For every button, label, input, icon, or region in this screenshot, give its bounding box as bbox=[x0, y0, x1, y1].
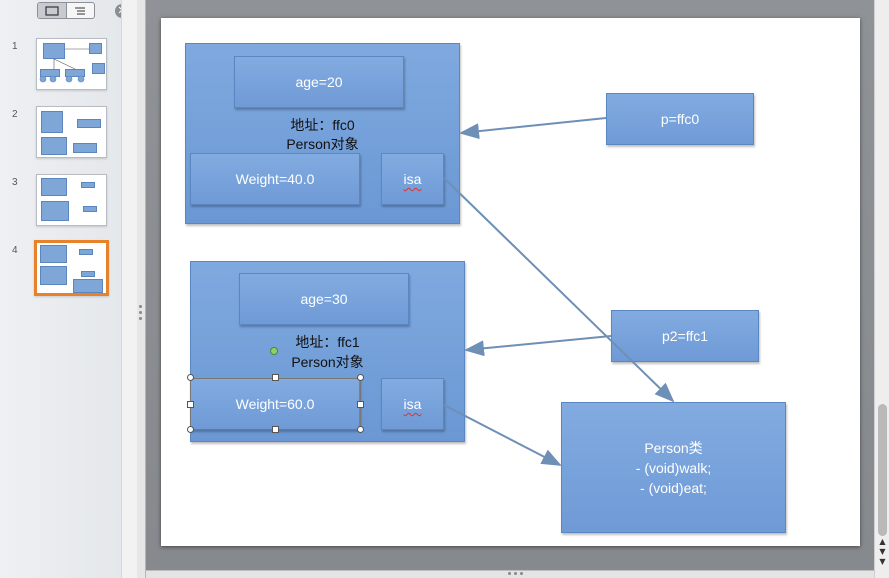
scroll-arrows[interactable]: ▲▼▼ bbox=[879, 537, 886, 566]
isa-label-1: isa bbox=[403, 171, 422, 187]
object-type-label-2: Person对象 bbox=[291, 354, 364, 370]
canvas-scrollbar[interactable]: ▲▼▼ bbox=[874, 0, 889, 578]
weight-label-2: Weight=60.0 bbox=[235, 396, 315, 412]
object-type-label-1: Person对象 bbox=[286, 136, 359, 152]
age-label-1: age=20 bbox=[295, 74, 343, 90]
resize-handle[interactable] bbox=[187, 401, 194, 408]
thumbnail-scrollbar[interactable] bbox=[121, 0, 137, 578]
thumbnail-number: 4 bbox=[12, 245, 18, 256]
arrow-isa1-to-class bbox=[443, 177, 675, 403]
pointer-p-label: p=ffc0 bbox=[660, 111, 700, 127]
arrow-p-to-object1 bbox=[459, 117, 607, 140]
age-field-2[interactable]: age=30 bbox=[239, 273, 409, 325]
bottom-splitter[interactable] bbox=[146, 570, 874, 578]
isa-field-2[interactable]: isa bbox=[381, 378, 444, 430]
slide-thumbnail-3[interactable] bbox=[36, 174, 107, 226]
resize-handle[interactable] bbox=[187, 426, 194, 433]
view-toggle bbox=[37, 2, 95, 19]
resize-handle[interactable] bbox=[357, 374, 364, 381]
resize-handle[interactable] bbox=[357, 426, 364, 433]
person-class-title: Person类 bbox=[644, 439, 703, 456]
rotation-handle[interactable] bbox=[270, 347, 278, 355]
scrollbar-thumb[interactable] bbox=[878, 404, 887, 536]
weight-field-1[interactable]: Weight=40.0 bbox=[190, 153, 360, 205]
panel-splitter[interactable] bbox=[137, 0, 146, 578]
slide-thumbnail-panel: ✕ 1 2 3 4 bbox=[0, 0, 137, 578]
slide-thumbnail-4[interactable] bbox=[34, 240, 109, 296]
method-eat: - (void)eat; bbox=[640, 479, 707, 496]
pointer-p2-label: p2=ffc1 bbox=[661, 328, 709, 344]
arrow-p2-to-object2 bbox=[464, 335, 612, 357]
slide-thumbnail-2[interactable] bbox=[36, 106, 107, 158]
age-field-1[interactable]: age=20 bbox=[234, 56, 404, 108]
selection-frame bbox=[190, 378, 361, 430]
slide-canvas: age=20 地址：ffc0 Person对象 Weight=40.0 isa … bbox=[146, 0, 874, 570]
address-label-1: 地址：ffc0 bbox=[290, 117, 355, 133]
thumbnail-number: 2 bbox=[12, 109, 18, 120]
resize-handle[interactable] bbox=[357, 401, 364, 408]
slide-view-button[interactable] bbox=[38, 3, 67, 18]
thumbnail-number: 3 bbox=[12, 177, 18, 188]
slide-view-icon bbox=[45, 5, 59, 16]
outline-view-icon bbox=[75, 7, 86, 14]
pointer-p2-box[interactable]: p2=ffc1 bbox=[611, 310, 759, 362]
person-class-box[interactable]: Person类 - (void)walk; - (void)eat; bbox=[561, 402, 786, 533]
slide-thumbnail-1[interactable] bbox=[36, 38, 107, 90]
resize-handle[interactable] bbox=[187, 374, 194, 381]
address-label-2: 地址：ffc1 bbox=[295, 334, 360, 350]
resize-handle[interactable] bbox=[272, 426, 279, 433]
thumbnail-number: 1 bbox=[12, 41, 18, 52]
age-label-2: age=30 bbox=[300, 291, 348, 307]
isa-field-1[interactable]: isa bbox=[381, 153, 444, 205]
weight-field-2[interactable]: Weight=60.0 bbox=[190, 378, 360, 430]
isa-label-2: isa bbox=[403, 396, 422, 412]
outline-view-button[interactable] bbox=[67, 3, 95, 18]
pointer-p-box[interactable]: p=ffc0 bbox=[606, 93, 754, 145]
slide[interactable]: age=20 地址：ffc0 Person对象 Weight=40.0 isa … bbox=[161, 18, 860, 546]
resize-handle[interactable] bbox=[272, 374, 279, 381]
method-walk: - (void)walk; bbox=[635, 459, 712, 476]
weight-label-1: Weight=40.0 bbox=[235, 171, 315, 187]
